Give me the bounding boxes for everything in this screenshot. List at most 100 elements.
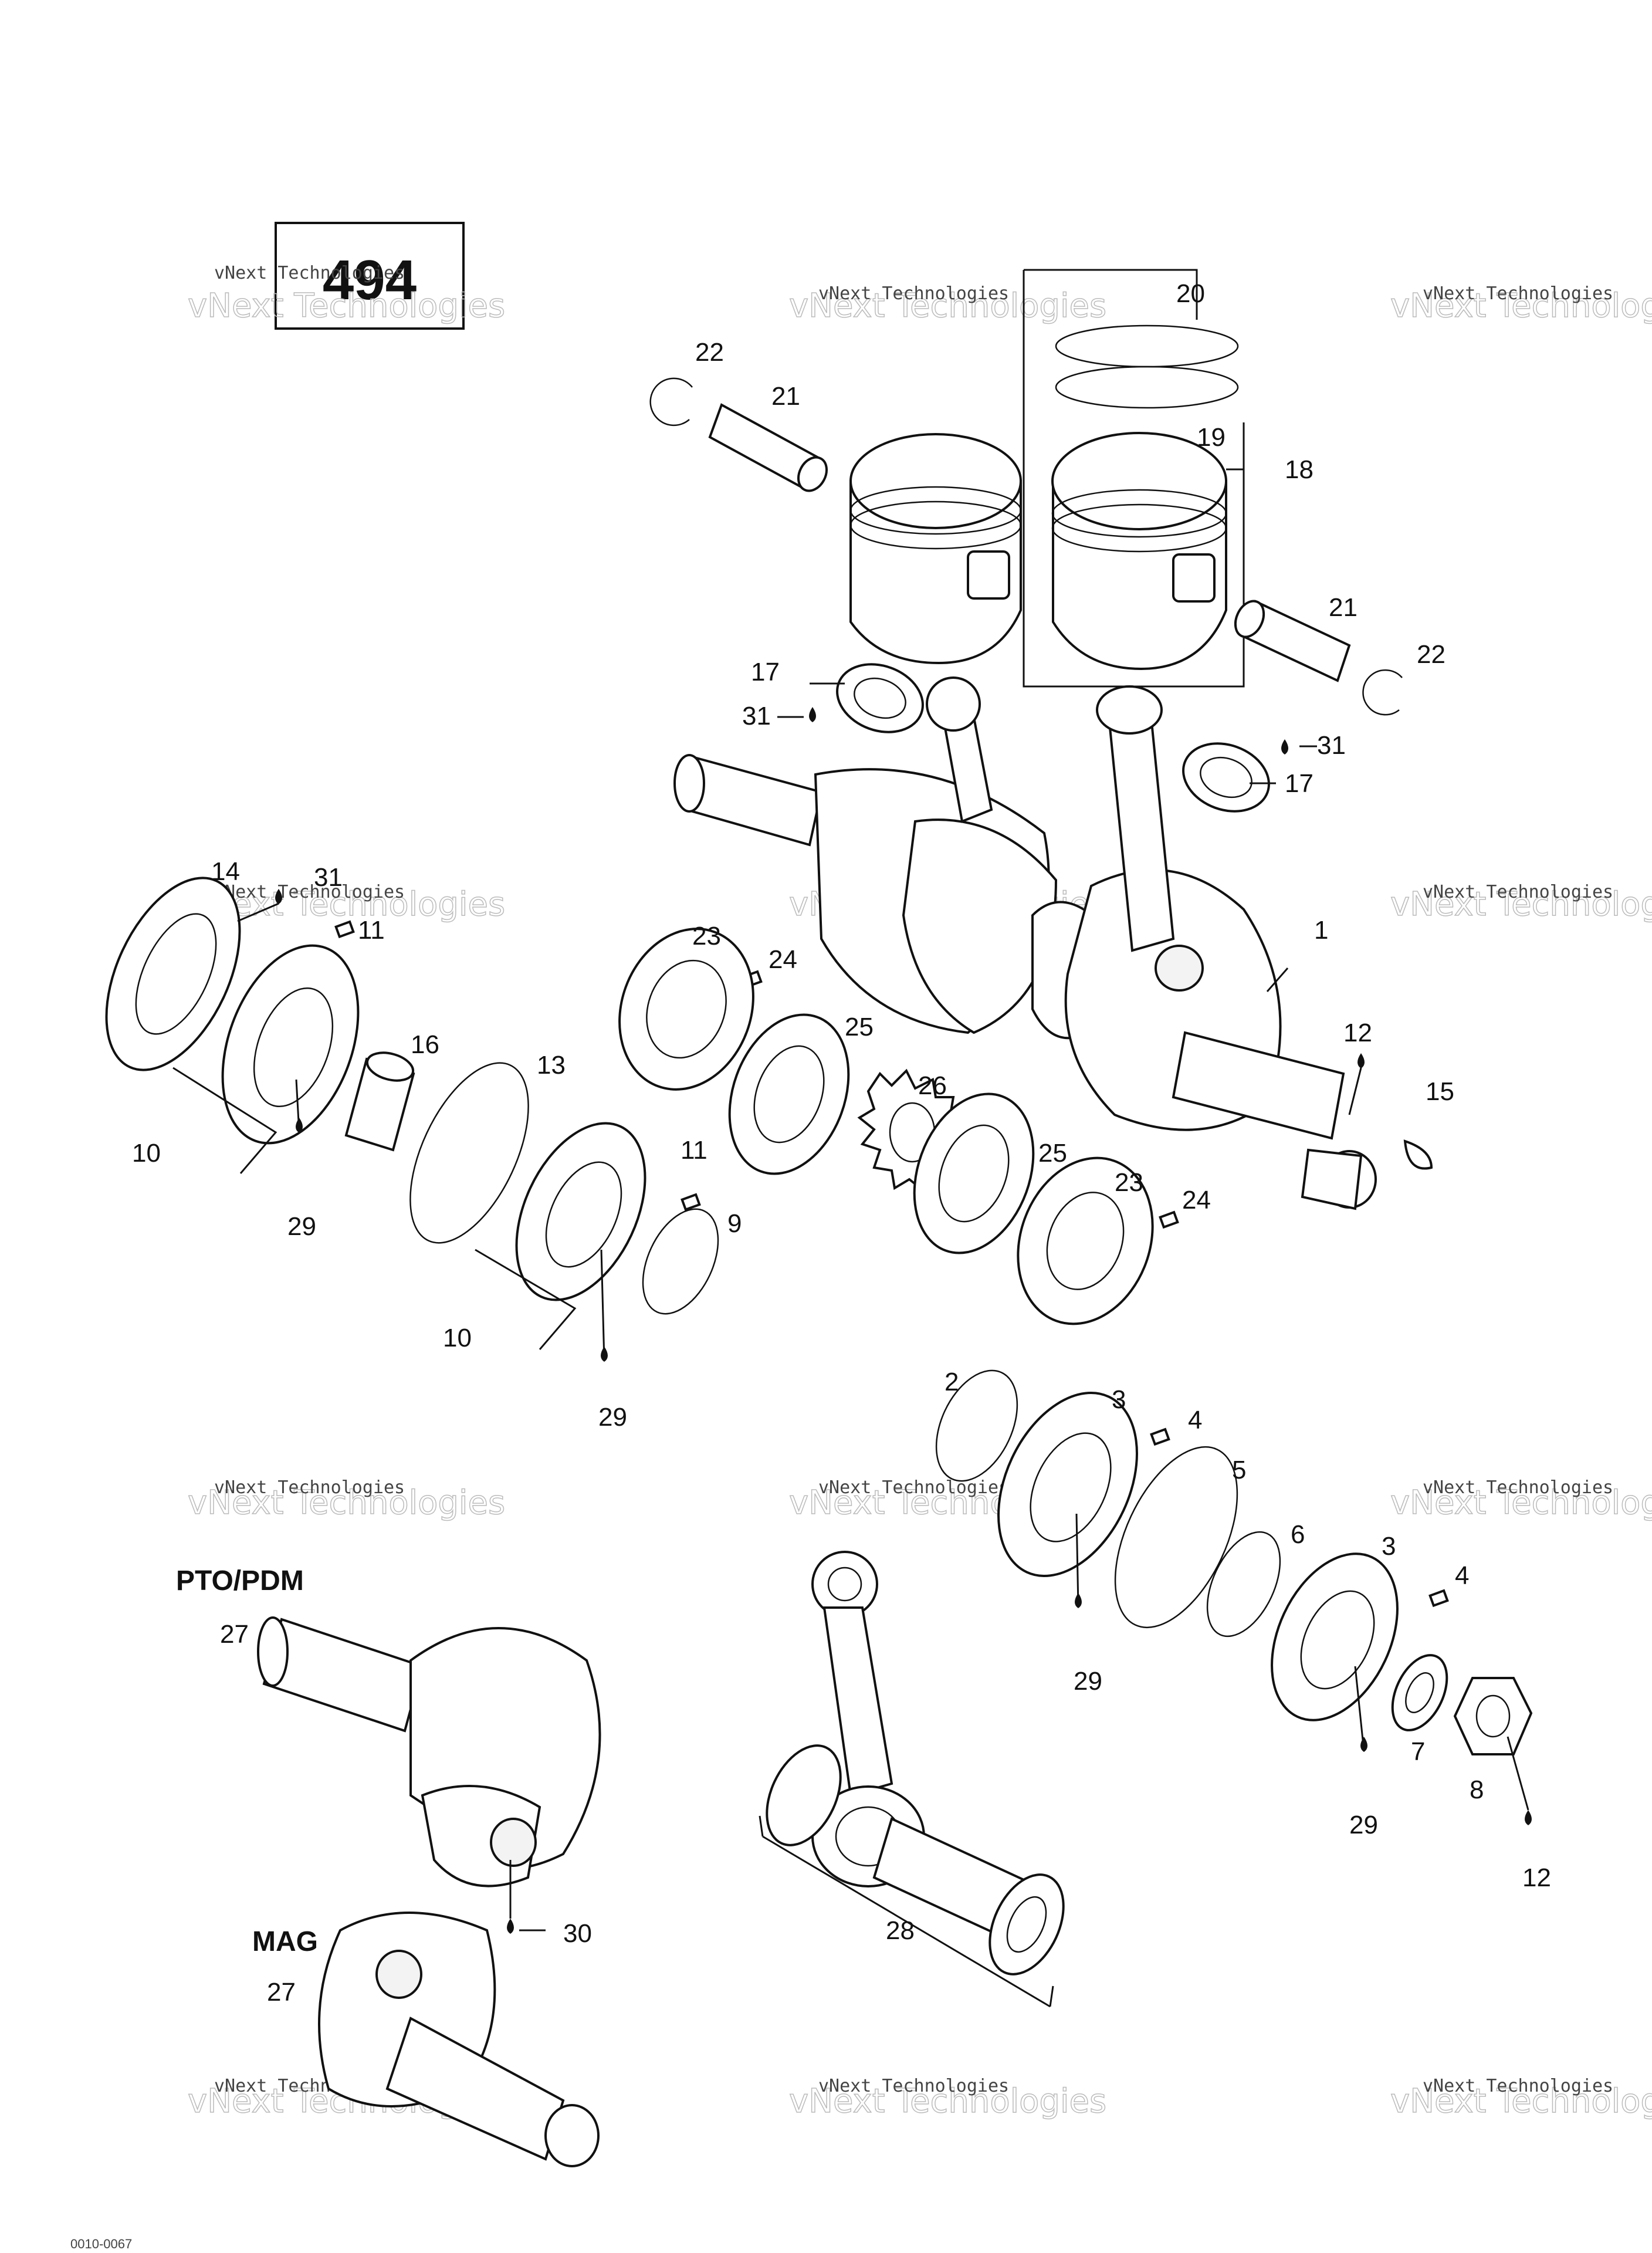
- circlip-22-right: [1362, 669, 1403, 716]
- callout-21: 21: [1329, 593, 1358, 622]
- callout-14: 14: [211, 857, 240, 886]
- shim-2: [935, 1369, 1018, 1482]
- callout-11: 11: [358, 916, 385, 945]
- callout-31: 31: [1317, 731, 1346, 760]
- callout-3: 3: [1112, 1385, 1126, 1414]
- piston-pin-left: [708, 403, 828, 492]
- callout-30: 30: [563, 1919, 592, 1948]
- seal-25-upper: [728, 1013, 850, 1175]
- callout-15: 15: [1426, 1077, 1454, 1106]
- callout-22: 22: [695, 338, 724, 367]
- watermark-outline: vNext Technologies: [188, 1484, 505, 1522]
- callout-12: 12: [1343, 1019, 1372, 1047]
- watermark-outline: vNext Technologies: [188, 885, 505, 923]
- callout-31: 31: [314, 863, 343, 892]
- pin-4-upper: [1150, 1427, 1170, 1446]
- footer-code: 0010-0067: [70, 2237, 132, 2251]
- callout-13: 13: [537, 1051, 566, 1080]
- callout-29: 29: [1074, 1667, 1102, 1696]
- ball-bearing-10: [221, 944, 360, 1145]
- needle-bearing-17-left: [836, 663, 924, 733]
- drop-12-upper: [1358, 1053, 1365, 1068]
- diagram-reference-number: 494: [323, 249, 417, 312]
- watermark-text: vNext Technologies: [214, 263, 405, 283]
- callout-29: 29: [1349, 1811, 1378, 1839]
- lock-washer-7: [1391, 1654, 1448, 1731]
- callout-20: 20: [1176, 279, 1205, 308]
- bearing-3-lower: [1271, 1552, 1399, 1721]
- section-label-mag: MAG: [252, 1926, 318, 1957]
- callout-24: 24: [1182, 1186, 1211, 1215]
- section-label-pto: PTO/PDM: [176, 1565, 304, 1596]
- watermark-outline: vNext Technologies: [789, 287, 1106, 325]
- callout-5: 5: [1232, 1456, 1246, 1484]
- bracket-10-upper: [172, 1067, 277, 1174]
- watermark-text: vNext Technologies: [1423, 2076, 1613, 2096]
- callout-16: 16: [411, 1030, 439, 1059]
- watermark-text: vNext Technologies: [818, 2076, 1009, 2096]
- callout-31: 31: [742, 702, 771, 730]
- callout-10: 10: [132, 1139, 161, 1168]
- watermark-outline: vNext Technologies: [1390, 1484, 1652, 1522]
- piston-ring-20: [1055, 324, 1239, 409]
- watermark-outline: vNext Technologies: [188, 287, 505, 325]
- drop-31-seal: [275, 889, 282, 904]
- pin-11-lower: [681, 1193, 701, 1212]
- key-15: [1403, 1139, 1433, 1170]
- connecting-rod-28: [759, 1551, 1065, 2008]
- callout-18: 18: [1285, 455, 1314, 484]
- pin-4-lower: [1428, 1589, 1449, 1608]
- watermark-group: vNext Technologies vNext Technologies vN…: [187, 263, 1652, 2121]
- watermark-text: vNext Technologies: [1423, 283, 1613, 304]
- callout-3: 3: [1382, 1532, 1396, 1561]
- nut-8: [1453, 1677, 1533, 1755]
- callout-12: 12: [1522, 1863, 1551, 1892]
- crank-half-pto: [257, 1616, 601, 1887]
- crankshaft-assembly: [673, 676, 1377, 1210]
- callout-1: 1: [1314, 916, 1328, 945]
- callout-25: 25: [1038, 1139, 1067, 1168]
- watermark-text: vNext Technologies: [818, 1477, 1009, 1498]
- drop-30: [507, 1919, 514, 1934]
- bearing-23-lower: [1017, 1156, 1154, 1325]
- watermark-text: vNext Technologies: [818, 283, 1009, 304]
- callout-22: 22: [1417, 640, 1446, 669]
- watermark-text: vNext Technologies: [214, 882, 405, 902]
- callout-7: 7: [1411, 1737, 1425, 1766]
- diagram-reference-box: 494: [275, 222, 465, 330]
- callout-19: 19: [1197, 423, 1226, 452]
- drop-31-right: [1281, 739, 1288, 755]
- shim-9: [642, 1208, 719, 1315]
- bearing-23-upper: [618, 928, 754, 1091]
- callout-2: 2: [945, 1368, 959, 1396]
- drop-12-lower: [1525, 1810, 1532, 1825]
- callout-25: 25: [845, 1013, 874, 1041]
- callout-labels: 1 2 3 3 4 4 5 6 7 8 9 10 10 11 11 12 12 …: [132, 279, 1551, 2007]
- callout-4: 4: [1188, 1406, 1202, 1435]
- callout-27: 27: [267, 1978, 296, 2007]
- o-ring-5: [1114, 1446, 1238, 1629]
- callout-17: 17: [1285, 769, 1314, 798]
- shim-6: [1206, 1531, 1281, 1638]
- callout-8: 8: [1470, 1775, 1484, 1804]
- watermark-text: vNext Technologies: [214, 1477, 405, 1498]
- callout-4: 4: [1455, 1561, 1469, 1590]
- watermark-outline: vNext Technologies: [1390, 287, 1652, 325]
- callout-10: 10: [443, 1324, 472, 1352]
- callout-27: 27: [220, 1620, 249, 1649]
- bracket-10-lower: [475, 1249, 577, 1350]
- watermark-outline: vNext Technologies: [789, 2082, 1106, 2120]
- piston-right: [1051, 432, 1227, 671]
- pin-11-upper: [334, 920, 355, 939]
- leader-lines: [237, 468, 1529, 1931]
- callout-28: 28: [886, 1916, 915, 1945]
- callout-9: 9: [727, 1209, 742, 1238]
- bearing-3-upper: [997, 1392, 1138, 1577]
- callout-23: 23: [692, 922, 721, 950]
- callout-21: 21: [771, 382, 800, 411]
- circlip-22-left: [649, 377, 693, 427]
- piston-left: [849, 433, 1022, 665]
- callout-29: 29: [287, 1212, 316, 1241]
- seal-25-lower: [913, 1092, 1035, 1254]
